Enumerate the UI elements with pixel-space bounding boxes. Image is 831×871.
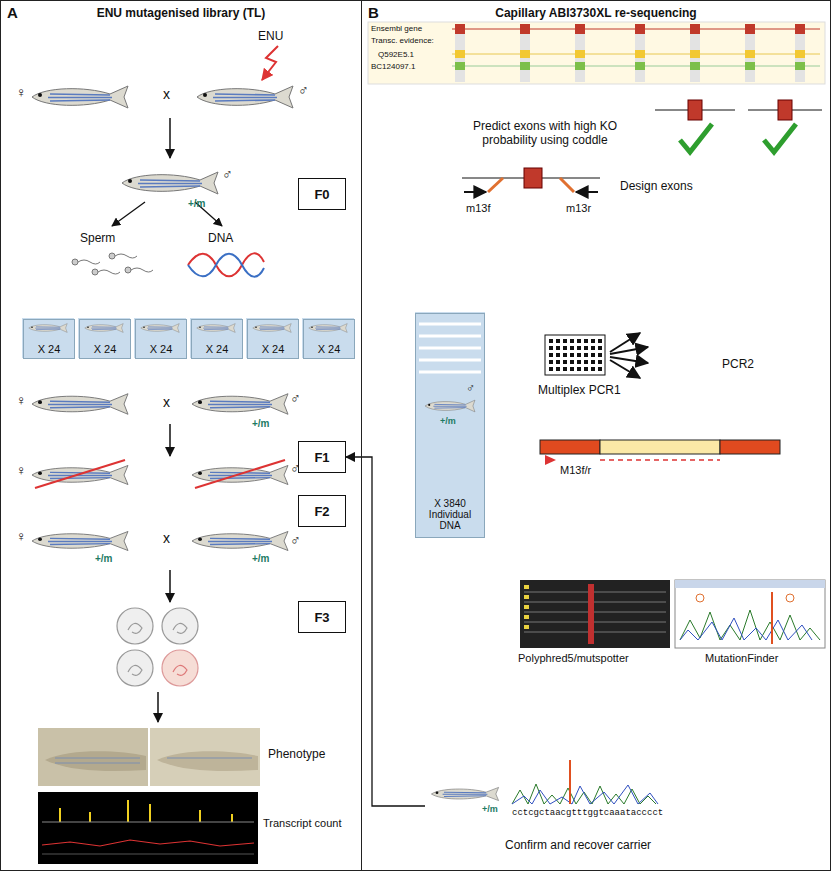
genotype-label: +/m bbox=[252, 418, 270, 430]
text-label: Sperm bbox=[80, 232, 115, 246]
box-label: F2 bbox=[314, 504, 329, 519]
embryos bbox=[117, 608, 198, 686]
library-box: X 24 bbox=[79, 319, 131, 359]
text-label: BC124097.1 bbox=[371, 62, 415, 71]
text-label: ENU bbox=[258, 30, 283, 44]
text-label: m13f bbox=[466, 202, 490, 215]
box-label: X 24 bbox=[318, 343, 341, 355]
text-label: Multiplex PCR1 bbox=[538, 384, 621, 398]
gene-browser bbox=[368, 22, 825, 84]
text-label: ♂ bbox=[298, 82, 309, 98]
library-box: X 24 bbox=[247, 319, 299, 359]
panel-title: ENU mutagenised library (TL) bbox=[1, 6, 361, 20]
text-label: ♀ bbox=[16, 528, 27, 544]
primer-design bbox=[462, 168, 600, 192]
panel-letter: A bbox=[7, 4, 18, 21]
transcript-trace bbox=[38, 792, 258, 864]
box-label: X 3840 Individual DNA bbox=[419, 498, 481, 531]
library-boxes bbox=[22, 318, 354, 358]
text-label: Q592E5.1 bbox=[378, 50, 414, 59]
fish-cross bbox=[32, 46, 293, 226]
text-label: x bbox=[163, 530, 170, 546]
text-label: ♂ bbox=[290, 460, 301, 476]
phenotype-photo bbox=[38, 728, 260, 786]
text-label: Design exons bbox=[620, 180, 693, 194]
text-label: M13f/r bbox=[560, 464, 591, 477]
box-label: X 24 bbox=[94, 343, 117, 355]
pcr-plate bbox=[545, 333, 648, 378]
text-label: ♂ bbox=[290, 390, 301, 406]
return-arrow bbox=[346, 457, 425, 806]
text-label: ♀ bbox=[16, 392, 27, 408]
text-label: x bbox=[163, 394, 170, 410]
library-box: X 24 bbox=[23, 319, 75, 359]
generation-box: F1 bbox=[298, 441, 346, 473]
box-label: F3 bbox=[314, 610, 329, 625]
analysis-screens bbox=[520, 580, 825, 648]
text-label: Ensembl gene bbox=[371, 24, 422, 33]
dna-helix bbox=[188, 253, 264, 276]
text-label: ♂ bbox=[222, 166, 233, 182]
dna-plate-box bbox=[415, 312, 485, 537]
text-label: PCR2 bbox=[722, 358, 754, 372]
carrier-step: Confirm and recover carrier bbox=[425, 756, 705, 856]
panel-letter: B bbox=[368, 4, 379, 21]
text-label: ♀ bbox=[16, 84, 27, 100]
box-label: F0 bbox=[314, 187, 329, 202]
genotype-label: +/m bbox=[188, 198, 206, 210]
genotype-label: +/m bbox=[95, 553, 113, 565]
panel-title: Capillary ABI3730XL re-sequencing bbox=[362, 6, 830, 20]
text-label: ♀ bbox=[16, 462, 27, 478]
carrier bbox=[431, 760, 658, 804]
generation-box: F0 bbox=[298, 178, 346, 210]
box-label: X 24 bbox=[262, 343, 285, 355]
box-label: Confirm and recover carrier bbox=[505, 838, 651, 852]
text-label: Phenotype bbox=[268, 748, 325, 762]
generation-box: F3 bbox=[298, 601, 346, 633]
text-label: Transcript count bbox=[263, 817, 341, 830]
text-label: m13r bbox=[566, 202, 591, 215]
text-label: Polyphred5/mutspotter bbox=[518, 652, 629, 665]
box-label: F1 bbox=[314, 450, 329, 465]
panel: AENU mutagenised library (TL) F0 X 24 X 24 X… bbox=[0, 0, 362, 871]
text-label: ♂ bbox=[466, 382, 475, 396]
amplicon bbox=[540, 440, 780, 465]
text-label: MutationFinder bbox=[705, 652, 778, 665]
sequence-text: cctcgctaacgtttggtcaaatacccct bbox=[512, 808, 663, 818]
sperm bbox=[72, 253, 153, 275]
genotype-label: +/m bbox=[482, 804, 498, 814]
box-label: X 24 bbox=[38, 343, 61, 355]
fish-cross bbox=[32, 394, 288, 602]
genotype-label: +/m bbox=[252, 553, 270, 565]
library-box: X 24 bbox=[191, 319, 243, 359]
text-label: ♂ bbox=[290, 532, 301, 548]
text-label: Predict exons with high KO probability u… bbox=[445, 120, 645, 148]
genotype-label: +/m bbox=[440, 416, 456, 426]
box-label: X 24 bbox=[150, 343, 173, 355]
text-label: Transc. evidence: bbox=[371, 36, 434, 45]
library-box: X 24 bbox=[303, 319, 355, 359]
library-box: X 24 bbox=[135, 319, 187, 359]
text-label: x bbox=[163, 86, 170, 102]
exon-check bbox=[655, 100, 822, 152]
box-label: X 24 bbox=[206, 343, 229, 355]
text-label: DNA bbox=[208, 232, 233, 246]
generation-box: F2 bbox=[298, 495, 346, 527]
